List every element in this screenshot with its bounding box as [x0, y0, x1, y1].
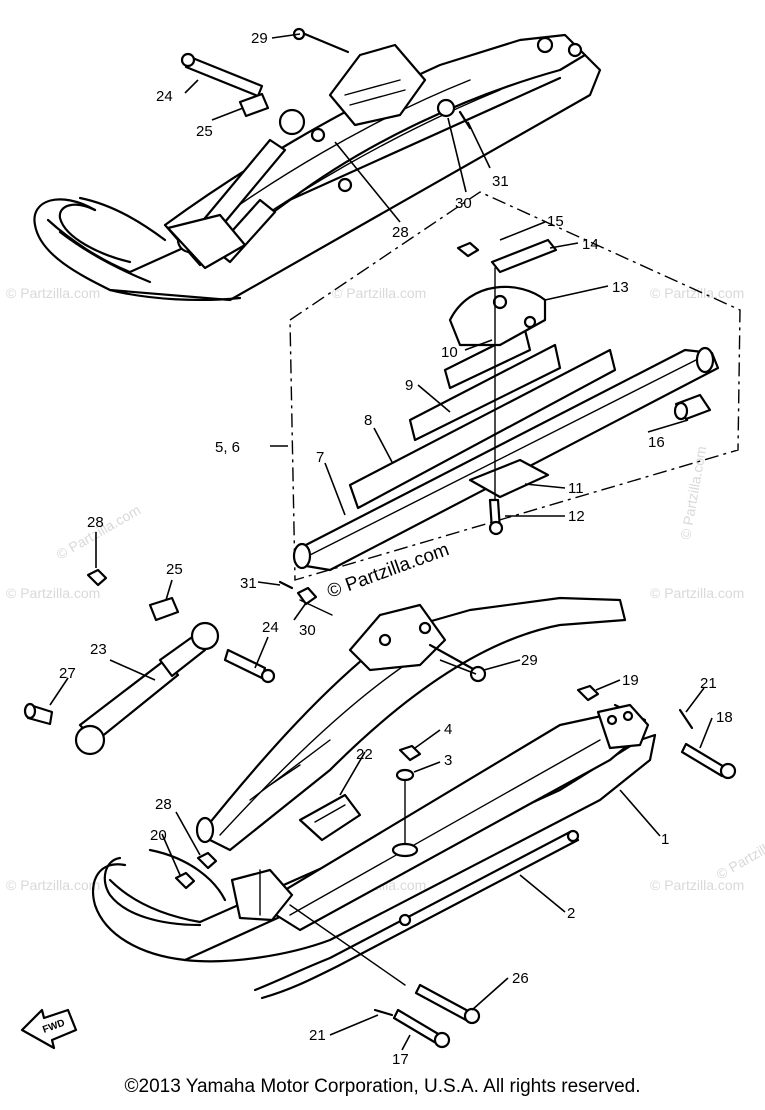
callout-17: 17 [392, 1051, 409, 1068]
callout-25: 25 [166, 561, 183, 578]
callout-13: 13 [612, 279, 629, 296]
callout-31: 31 [492, 173, 509, 190]
callout-24: 24 [156, 88, 173, 105]
callout-2: 2 [567, 905, 575, 922]
callout-8: 8 [364, 412, 372, 429]
callout-14: 14 [582, 236, 599, 253]
top-ski-assembly [33, 27, 602, 302]
callout-31: 31 [240, 575, 257, 592]
callout-5-6: 5, 6 [215, 439, 240, 456]
callout-28: 28 [155, 796, 172, 813]
callout-9: 9 [405, 377, 413, 394]
callout-15: 15 [547, 213, 564, 230]
fwd-arrow-icon: FWD [20, 1008, 78, 1050]
watermark: © Partzilla.com [650, 585, 744, 601]
callout-10: 10 [441, 344, 458, 361]
callout-16: 16 [648, 434, 665, 451]
callout-21: 21 [700, 675, 717, 692]
callout-19: 19 [622, 672, 639, 689]
callout-23: 23 [90, 641, 107, 658]
callout-3: 3 [444, 752, 452, 769]
leader-lines [49, 33, 713, 1051]
watermark: © Partzilla.com [54, 502, 144, 563]
callout-4: 4 [444, 721, 452, 738]
callout-22: 22 [356, 746, 373, 763]
callout-29: 29 [521, 652, 538, 669]
watermark: © Partzilla.com [6, 285, 100, 301]
callout-18: 18 [716, 709, 733, 726]
watermark: © Partzilla.com [332, 285, 426, 301]
callout-7: 7 [316, 449, 324, 466]
bottom-ski-assembly [23, 568, 737, 1049]
callout-11: 11 [568, 480, 584, 497]
watermark: © Partzilla.com [714, 822, 765, 883]
watermark: © Partzilla.com [677, 445, 709, 541]
watermark: © Partzilla.com [650, 285, 744, 301]
watermark: © Partzilla.com [6, 877, 100, 893]
copyright-notice: ©2013 Yamaha Motor Corporation, U.S.A. A… [124, 1076, 641, 1097]
callout-24: 24 [262, 619, 279, 636]
leaf-spring-detail [289, 191, 741, 581]
watermark: © Partzilla.com [6, 585, 100, 601]
callout-29: 29 [251, 30, 268, 47]
callout-28: 28 [87, 514, 104, 531]
callout-1: 1 [661, 831, 669, 848]
callout-12: 12 [568, 508, 585, 525]
callout-21: 21 [309, 1027, 326, 1044]
callout-30: 30 [455, 195, 472, 212]
callout-25: 25 [196, 123, 213, 140]
callout-28: 28 [392, 224, 409, 241]
callout-26: 26 [512, 970, 529, 987]
callout-labels: 29 24 25 28 30 31 15 14 13 10 9 8 7 5, 6… [59, 30, 733, 1068]
callout-27: 27 [59, 665, 76, 682]
callout-30: 30 [299, 622, 316, 639]
watermark: © Partzilla.com [650, 877, 744, 893]
callout-20: 20 [150, 827, 167, 844]
